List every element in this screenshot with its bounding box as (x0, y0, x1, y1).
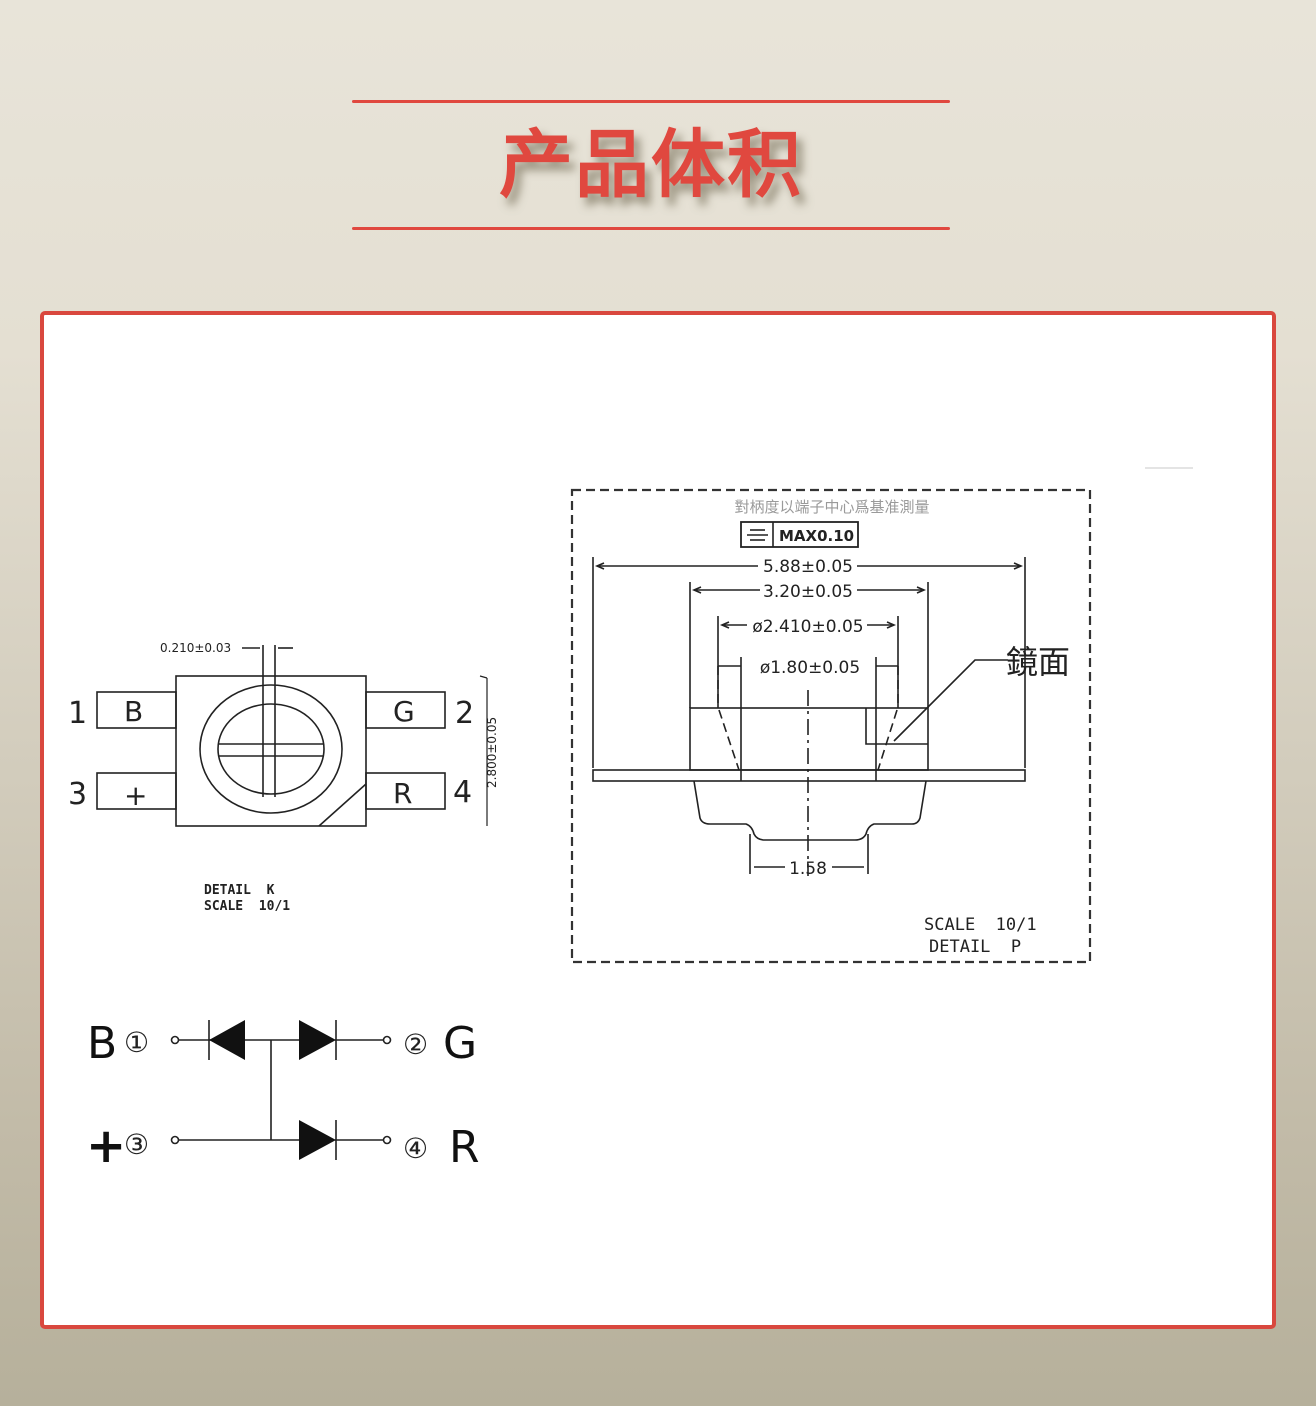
detail-k-caption-1: DETAIL K (204, 883, 275, 898)
symmetry-note: 對柄度以端子中心爲基准測量 (734, 498, 929, 516)
terminal-2 (382, 1035, 392, 1045)
pin-number-1: 1 (68, 696, 87, 731)
pad-1 (96, 691, 177, 729)
pin-number-4: 4 (453, 775, 472, 810)
pad-label-b: B (124, 695, 143, 728)
dimension-inner-diameter: ø1.80±0.05 (760, 658, 860, 678)
title-rule-top (352, 100, 950, 103)
diode-red-icon (299, 1120, 336, 1160)
pin-number-3: 3 (68, 777, 87, 812)
page-title: 产品体积 (499, 122, 803, 208)
lens-inner (217, 703, 325, 795)
schematic-circled-3: ③ (124, 1128, 149, 1161)
schematic-circled-2: ② (403, 1028, 428, 1061)
schematic-label-plus: + (86, 1118, 126, 1174)
detail-p-frame (570, 488, 1092, 964)
pad-label-g: G (393, 695, 415, 728)
package-body (175, 675, 367, 827)
lens-outer (199, 684, 343, 814)
diode-green-icon (299, 1020, 336, 1060)
dimension-card (40, 311, 1276, 1329)
pin-number-2: 2 (455, 696, 474, 731)
detail-k-caption-2: SCALE 10/1 (204, 899, 290, 914)
symmetry-icon (747, 529, 768, 541)
dimension-base-width: 1.58 (789, 859, 827, 879)
dimension-2800: 2.800±0.05 (485, 717, 499, 788)
pad-label-r: R (393, 777, 412, 810)
dimension-overall-width: 5.88±0.05 (763, 557, 853, 577)
dimension-outer-diameter: ø2.410±0.05 (752, 617, 863, 637)
terminal-1 (170, 1035, 180, 1045)
tolerance-value: MAX0.10 (779, 527, 854, 545)
schematic-label-r: R (449, 1122, 480, 1173)
dimension-body-width: 3.20±0.05 (763, 582, 853, 602)
pad-2 (365, 691, 446, 729)
schematic-label-b: B (87, 1018, 117, 1069)
title-rule-bottom (352, 227, 950, 230)
schematic-label-g: G (443, 1018, 477, 1069)
tolerance-frame: MAX0.10 (740, 521, 859, 548)
detail-p-caption-2: DETAIL P (929, 937, 1021, 957)
pad-3 (96, 772, 177, 810)
schematic-circled-1: ① (124, 1026, 149, 1059)
pad-label-plus: + (124, 779, 147, 812)
dimension-0210: 0.210±0.03 (160, 641, 231, 655)
schematic-circled-4: ④ (403, 1132, 428, 1165)
pad-4 (365, 772, 446, 810)
terminal-4 (382, 1135, 392, 1145)
detail-p-caption-1: SCALE 10/1 (924, 915, 1037, 935)
mirror-callout-label: 鏡面 (1006, 643, 1070, 681)
diode-blue-icon (209, 1020, 245, 1060)
terminal-3 (170, 1135, 180, 1145)
